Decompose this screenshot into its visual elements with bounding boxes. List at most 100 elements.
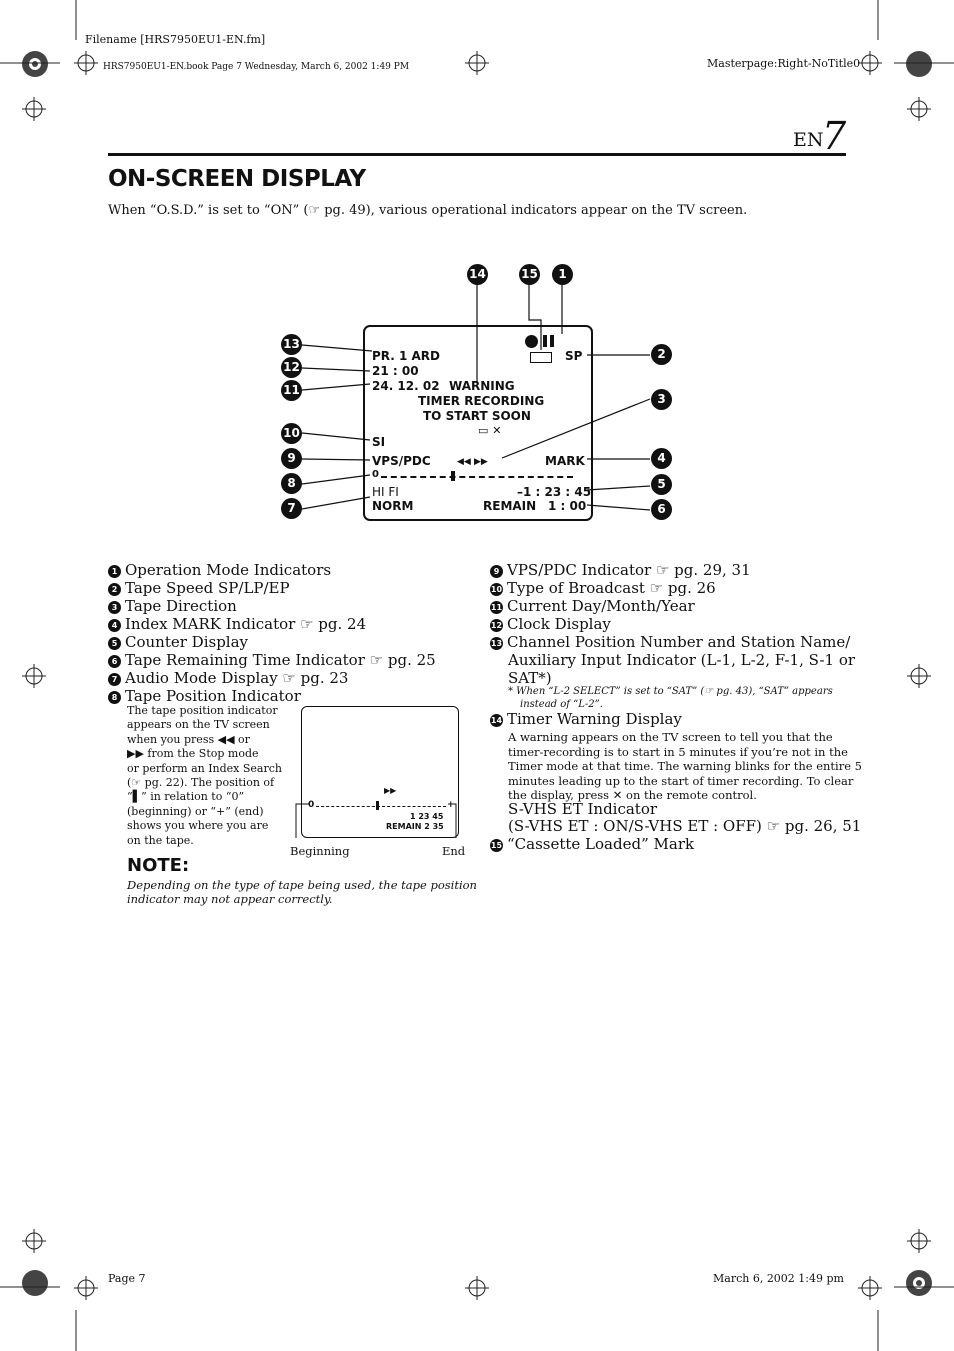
desc-line: appears on the TV screen bbox=[127, 718, 270, 732]
legend-item: 4 Index MARK Indicator ☞ pg. 24 bbox=[108, 616, 436, 633]
book-info: HRS7950EU1-EN.book Page 7 Wednesday, Mar… bbox=[103, 62, 410, 72]
osd-mark: MARK bbox=[545, 454, 585, 468]
callout-13: 13 bbox=[281, 334, 302, 355]
osd-audio-mode: HI FI bbox=[372, 485, 399, 499]
osd-vps-pdc: VPS/PDC bbox=[372, 454, 431, 468]
item-number: 7 bbox=[108, 673, 121, 686]
item-number: 10 bbox=[490, 583, 503, 596]
callout-10: 10 bbox=[281, 423, 302, 444]
item-13-continuation: Auxiliary Input Indicator (L-1, L-2, F-1… bbox=[508, 651, 856, 669]
cassette-icon bbox=[530, 352, 552, 363]
callout-14: 14 bbox=[467, 264, 488, 285]
filename-label: Filename [HRS7950EU1-EN.fm] bbox=[85, 33, 266, 46]
callout-1: 1 bbox=[552, 264, 573, 285]
callout-11: 11 bbox=[281, 380, 302, 401]
item-text: VPS/PDC Indicator ☞ pg. 29, 31 bbox=[507, 561, 751, 579]
osd-broadcast-type: SI bbox=[372, 435, 386, 449]
beginning-label: Beginning bbox=[290, 844, 350, 858]
osd-counter: –1 : 23 : 45 bbox=[517, 485, 592, 499]
item-number: 1 bbox=[108, 565, 121, 578]
mini-remain: REMAIN 2 35 bbox=[386, 822, 444, 831]
desc-line: timer-recording is to start in 5 minutes… bbox=[508, 744, 848, 759]
callout-2: 2 bbox=[651, 344, 672, 365]
mini-tape-bar bbox=[316, 806, 446, 807]
mini-tape-marker bbox=[376, 801, 379, 810]
item-number: 2 bbox=[108, 583, 121, 596]
legend-item-15: 15“Cassette Loaded” Mark bbox=[490, 836, 694, 853]
desc-line: minutes leading up to the start of timer… bbox=[508, 773, 854, 788]
legend-item: 2 Tape Speed SP/LP/EP bbox=[108, 580, 436, 597]
footer-page: Page 7 bbox=[108, 1272, 146, 1285]
note-line: Depending on the type of tape being used… bbox=[127, 878, 477, 892]
svhs-et-icon: ▭ ✕ bbox=[478, 424, 502, 437]
footnote-line: instead of “L-2”. bbox=[520, 698, 603, 710]
note-line: indicator may not appear correctly. bbox=[127, 892, 333, 906]
item-text: “Cassette Loaded” Mark bbox=[507, 835, 695, 853]
osd-date: 24. 12. 02 bbox=[372, 379, 440, 393]
item-number: 4 bbox=[108, 619, 121, 632]
svhs-et-title: S-VHS ET Indicator bbox=[508, 800, 658, 818]
desc-line: shows you where you are bbox=[127, 819, 269, 833]
item-text: Tape Speed SP/LP/EP bbox=[125, 579, 290, 597]
legend-item: 11 Current Day/Month/Year bbox=[490, 598, 855, 615]
desc-line: (☞ pg. 22). The position of bbox=[127, 776, 275, 790]
callout-9: 9 bbox=[281, 448, 302, 469]
osd-timer-recording: TIMER RECORDING bbox=[418, 394, 545, 408]
registration-mark-icon bbox=[906, 1270, 932, 1296]
timer-warning-description: A warning appears on the TV screen to te… bbox=[508, 730, 862, 803]
legend-item: 1 Operation Mode Indicators bbox=[108, 562, 436, 579]
mini-plus: + bbox=[447, 800, 455, 810]
item-number: 14 bbox=[490, 714, 503, 727]
mini-zero: 0 bbox=[308, 800, 315, 810]
desc-line: (beginning) or “+” (end) bbox=[127, 804, 264, 818]
item-text: Tape Position Indicator bbox=[125, 687, 301, 705]
item-13-continuation: SAT*) bbox=[508, 669, 552, 687]
item-number: 11 bbox=[490, 601, 503, 614]
note-heading: NOTE: bbox=[127, 855, 190, 876]
item-text: Index MARK Indicator ☞ pg. 24 bbox=[125, 615, 367, 633]
tv-screen-diagram: PR. 1 ARD 21 : 00 24. 12. 02 WARNING TIM… bbox=[363, 325, 593, 521]
item-text: Tape Remaining Time Indicator ☞ pg. 25 bbox=[125, 651, 436, 669]
item-text: Timer Warning Display bbox=[507, 710, 682, 728]
item-text: Audio Mode Display ☞ pg. 23 bbox=[125, 669, 349, 687]
desc-line: or perform an Index Search bbox=[127, 761, 282, 775]
item-number: 5 bbox=[108, 637, 121, 650]
osd-tape-direction: ◀◀ ▶▶ bbox=[457, 457, 488, 467]
osd-tape-position-marker bbox=[451, 471, 455, 481]
item-text: Clock Display bbox=[507, 615, 611, 633]
svhs-et-values: (S-VHS ET : ON/S-VHS ET : OFF) ☞ pg. 26,… bbox=[508, 817, 862, 835]
item-text: Current Day/Month/Year bbox=[507, 597, 695, 615]
tape-position-description: The tape position indicator appears on t… bbox=[127, 704, 287, 848]
callout-5: 5 bbox=[651, 474, 672, 495]
osd-tape-speed: SP bbox=[565, 349, 583, 363]
header-rule bbox=[108, 153, 846, 156]
mini-ff-icon: ▶▶ bbox=[384, 786, 397, 795]
callout-8: 8 bbox=[281, 473, 302, 494]
item-number: 13 bbox=[490, 637, 503, 650]
osd-clock: 21 : 00 bbox=[372, 364, 419, 378]
desc-line: on the tape. bbox=[127, 833, 194, 847]
osd-zero: 0 bbox=[372, 469, 379, 480]
intro-text: When “O.S.D.” is set to “ON” (☞ pg. 49),… bbox=[108, 203, 748, 218]
left-legend-list: 1 Operation Mode Indicators 2 Tape Speed S… bbox=[108, 562, 436, 705]
registration-mark-icon bbox=[22, 51, 48, 77]
item-text: Tape Direction bbox=[125, 597, 237, 615]
item-number: 8 bbox=[108, 691, 121, 704]
mini-counter: 1 23 45 bbox=[410, 812, 444, 821]
osd-to-start-soon: TO START SOON bbox=[423, 409, 531, 423]
item-13-footnote: * When “L-2 SELECT” is set to “SAT” (☞ p… bbox=[508, 686, 833, 711]
osd-warning: WARNING bbox=[449, 379, 515, 393]
desc-line: the display, press ✕ on the remote contr… bbox=[508, 788, 757, 802]
desc-line: when you press ◀◀ or bbox=[127, 732, 250, 746]
callout-12: 12 bbox=[281, 357, 302, 378]
item-text: Operation Mode Indicators bbox=[125, 561, 332, 579]
legend-item: 8 Tape Position Indicator bbox=[108, 688, 436, 705]
footnote-line: * When “L-2 SELECT” is set to “SAT” (☞ p… bbox=[508, 686, 833, 697]
